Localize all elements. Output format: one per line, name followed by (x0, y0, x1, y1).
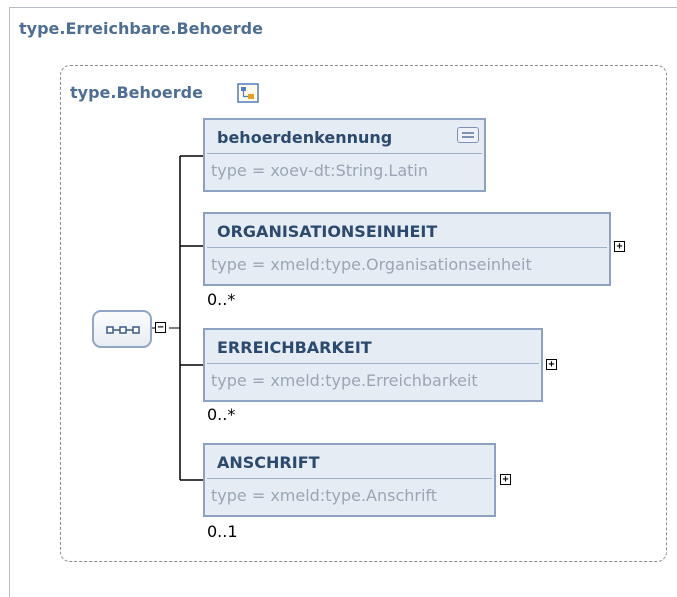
element-behoerdenkennung[interactable]: behoerdenkennung type = xoev-dt:String.L… (203, 118, 486, 192)
element-type: type = xoev-dt:String.Latin (211, 161, 428, 180)
element-name: ORGANISATIONSEINHEIT (217, 222, 438, 241)
type-tree-icon[interactable] (237, 83, 259, 103)
element-anschrift[interactable]: ANSCHRIFT type = xmeld:type.Anschrift (203, 443, 496, 517)
group-frame (60, 65, 667, 562)
expand-toggle-organisationseinheit[interactable]: + (614, 241, 625, 252)
element-type: type = xmeld:type.Erreichbarkeit (211, 371, 478, 390)
outer-type-frame (9, 7, 677, 597)
element-organisationseinheit[interactable]: ORGANISATIONSEINHEIT type = xmeld:type.O… (203, 212, 611, 286)
element-name: ERREICHBARKEIT (217, 338, 372, 357)
group-type-title: type.Behoerde (70, 83, 203, 102)
expand-toggle-anschrift[interactable]: + (500, 474, 511, 485)
sequence-compositor-icon (106, 326, 140, 334)
element-type: type = xmeld:type.Anschrift (211, 486, 438, 505)
outer-type-title: type.Erreichbare.Behoerde (19, 19, 263, 38)
cardinality-erreichbarkeit: 0..* (207, 405, 236, 424)
documentation-icon[interactable] (457, 127, 479, 143)
cardinality-organisationseinheit: 0..* (207, 290, 236, 309)
element-name: ANSCHRIFT (217, 453, 320, 472)
expand-toggle-erreichbarkeit[interactable]: + (546, 359, 557, 370)
sequence-compositor[interactable] (92, 310, 152, 348)
cardinality-anschrift: 0..1 (207, 522, 238, 541)
collapse-toggle[interactable]: − (155, 322, 166, 333)
element-erreichbarkeit[interactable]: ERREICHBARKEIT type = xmeld:type.Erreich… (203, 328, 543, 402)
element-type: type = xmeld:type.Organisationseinheit (211, 255, 532, 274)
element-name: behoerdenkennung (217, 128, 393, 147)
connector-lines (152, 155, 203, 481)
